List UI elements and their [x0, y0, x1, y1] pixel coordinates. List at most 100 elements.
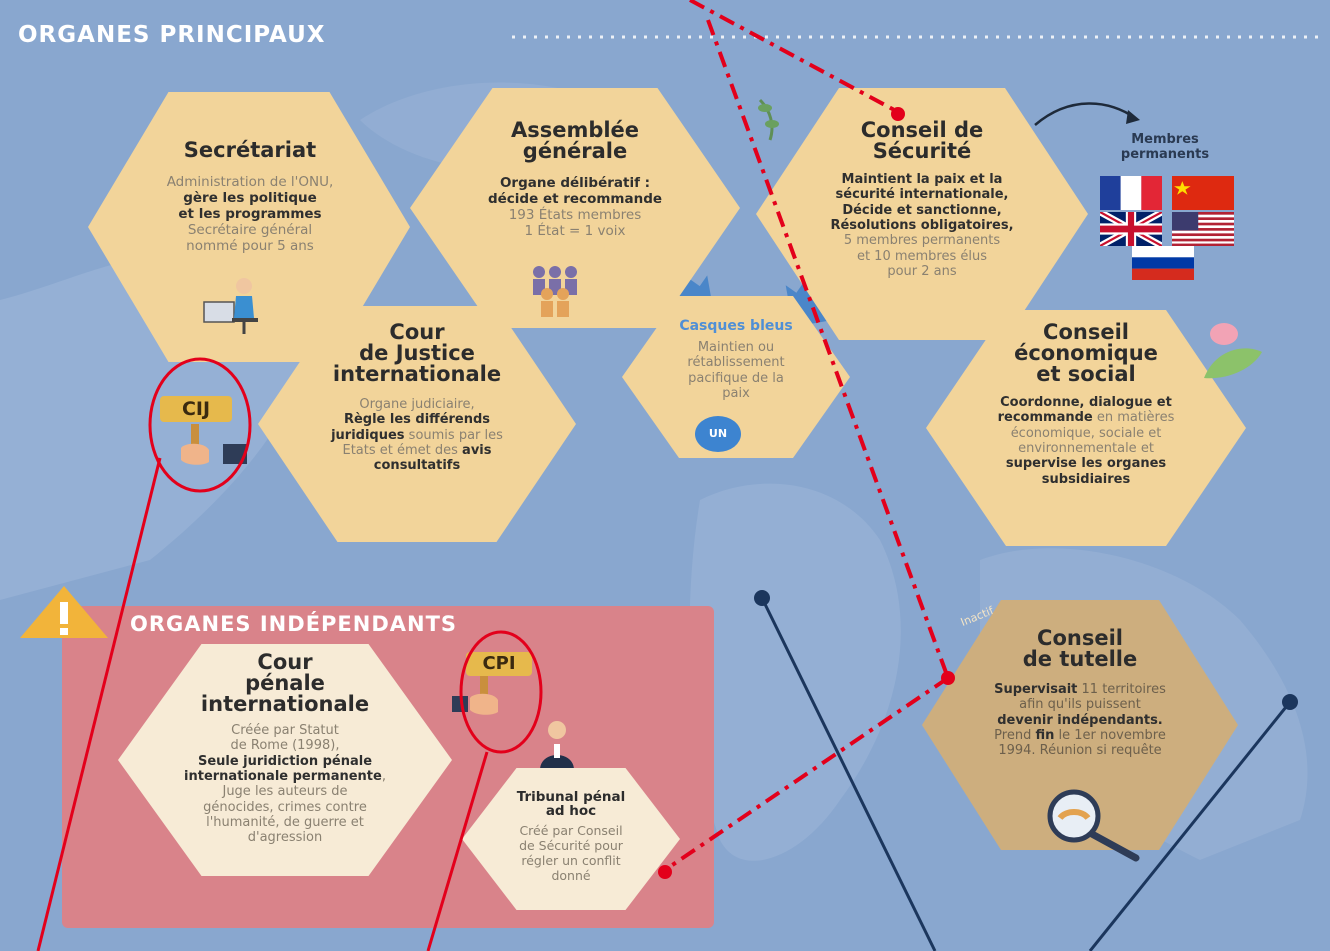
cij-title: de Justice — [359, 341, 475, 365]
un-helmet-icon: UN — [695, 416, 741, 452]
gavel-hand-icon — [181, 424, 247, 465]
secretariat-line: et les programmes — [178, 205, 322, 222]
russia-flag-icon — [1132, 246, 1194, 280]
cpi-line: internationale permanente — [184, 768, 382, 784]
security-title: Sécurité — [872, 139, 972, 163]
security-marker-dot — [891, 107, 905, 121]
trusteeship-line: afin qu'ils puissent — [1019, 697, 1141, 713]
cij-title: Cour — [389, 320, 445, 344]
peacekeepers-title: Casques bleus — [679, 318, 793, 334]
security-title: Conseil de — [860, 118, 984, 142]
ecosoc-title: et social — [1036, 362, 1136, 386]
cpi-title: Cour — [257, 650, 313, 674]
ecosoc-line: environnementale et — [1018, 440, 1154, 456]
ecosoc-line: subsidiaires — [1041, 471, 1131, 487]
cij-pointer-line — [36, 457, 162, 951]
trusteeship-line: Supervisait — [994, 682, 1078, 697]
cpi-block: Cour pénale internationale Créée par Sta… — [130, 652, 440, 846]
hexagon-cpi — [118, 644, 452, 876]
trusteeship-title: Conseil — [1037, 626, 1123, 650]
tribunal-title: ad hoc — [545, 803, 597, 820]
usa-flag-icon — [1172, 212, 1234, 246]
secretariat-title: Secrétariat — [183, 138, 317, 162]
security-line: 5 membres permanents — [843, 233, 1001, 249]
security-line: et 10 membres élus — [856, 248, 988, 264]
trusteeship-line: 1994. Réunion si requête — [998, 743, 1162, 759]
magnifier-handshake-icon — [1047, 789, 1140, 862]
trusteeship-line: 11 territoires — [1077, 682, 1166, 697]
trusteeship-line: le 1er novembre — [1054, 727, 1166, 743]
security-line: Décide et sanctionne, — [842, 202, 1002, 218]
permanent-members-label: Membres permanents — [1090, 132, 1240, 163]
desk-worker-icon — [203, 278, 258, 334]
cij-block: Cour de Justice internationale Organe ju… — [280, 322, 554, 474]
warning-icon — [20, 586, 108, 638]
crowd-icon — [533, 266, 577, 317]
section-title-principal: ORGANES PRINCIPAUX — [18, 22, 326, 48]
assembly-line: Organe délibératif : — [499, 175, 651, 191]
tribunal-block: Tribunal pénal ad hoc Créé par Conseil d… — [472, 790, 670, 883]
navy-pointer-line — [760, 597, 937, 951]
judge-icon — [540, 721, 574, 770]
peacekeepers-line: pacifique de la — [688, 370, 784, 386]
navy-marker-dot — [754, 590, 770, 606]
tribunal-line: de Sécurité pour — [519, 838, 623, 854]
security-block: Conseil de Sécurité Maintient la paix et… — [780, 120, 1064, 279]
trusteeship-line: Prend — [994, 727, 1036, 743]
cpi-line: Juge les auteurs de — [222, 784, 348, 800]
tribunal-marker-dot — [658, 865, 672, 879]
secretariat-line: nommé pour 5 ans — [186, 237, 314, 254]
cij-line: Organe judiciaire, — [359, 397, 475, 412]
cij-line: Etats et émet des — [342, 442, 463, 458]
ecosoc-line: Coordonne, dialogue et — [1000, 395, 1172, 410]
secretariat-line: Secrétaire général — [187, 221, 313, 238]
cpi-line: Créée par Statut — [231, 723, 339, 738]
permanent-members-line: permanents — [1120, 146, 1210, 162]
uk-flag-icon — [1100, 212, 1162, 246]
assembly-title: Assemblée — [510, 118, 640, 142]
cij-title: internationale — [332, 362, 502, 386]
assembly-block: Assemblée générale Organe délibératif : … — [435, 120, 715, 240]
assembly-line: 193 États membres — [508, 206, 642, 223]
ecosoc-line: recommande — [997, 410, 1093, 426]
trusteeship-block: Conseil de tutelle Supervisait 11 territ… — [944, 628, 1216, 759]
cpi-title: internationale — [200, 692, 370, 716]
trusteeship-line: fin — [1035, 727, 1055, 743]
navy-pointer-line — [1088, 701, 1292, 951]
navy-marker-dot — [1282, 694, 1298, 710]
cpi-line: de Rome (1998), — [230, 738, 340, 754]
cij-highlight-circle — [148, 357, 252, 493]
ecosoc-title: économique — [1014, 341, 1158, 365]
trusteeship-line: devenir indépendants. — [997, 712, 1163, 728]
ecosoc-line: supervise les organes — [1005, 456, 1167, 472]
cpi-title: pénale — [245, 671, 325, 695]
france-flag-icon — [1100, 176, 1162, 210]
security-line: pour 2 ans — [887, 263, 957, 279]
cpi-pointer-line — [426, 751, 489, 951]
secretariat-line: gère les politique — [183, 189, 317, 206]
assembly-line: 1 État = 1 voix — [524, 222, 626, 239]
ecosoc-line: en matières — [1092, 410, 1175, 426]
section-title-independent: ORGANES INDÉPENDANTS — [130, 612, 458, 636]
gavel-hand-icon — [452, 676, 498, 715]
tribunal-line: Créé par Conseil — [519, 823, 623, 839]
ecosoc-title: Conseil — [1043, 320, 1129, 344]
cpi-highlight-circle — [459, 630, 543, 754]
cpi-badge: CPI — [466, 652, 532, 676]
peacekeepers-line: rétablissement — [687, 355, 785, 371]
cpi-line: génocides, crimes contre — [203, 799, 367, 815]
security-line: Maintient la paix et la — [841, 172, 1003, 187]
peacekeepers-block: Casques bleus Maintien ou rétablissement… — [640, 318, 832, 401]
security-line: sécurité internationale, — [835, 187, 1009, 203]
tribunal-pointer-dashed — [663, 676, 950, 872]
peacekeepers-line: Maintien ou — [697, 340, 775, 355]
cpi-line: Seule juridiction pénale — [197, 753, 373, 769]
tribunal-title: Tribunal pénal — [516, 789, 626, 805]
tribunal-line: régler un conflit — [521, 852, 621, 868]
peacekeepers-line: paix — [722, 385, 750, 401]
ecosoc-block: Conseil économique et social Coordonne, … — [945, 322, 1227, 487]
permanent-members-line: Membres — [1131, 132, 1199, 147]
secretariat-line: Administration de l'ONU, — [166, 174, 334, 190]
